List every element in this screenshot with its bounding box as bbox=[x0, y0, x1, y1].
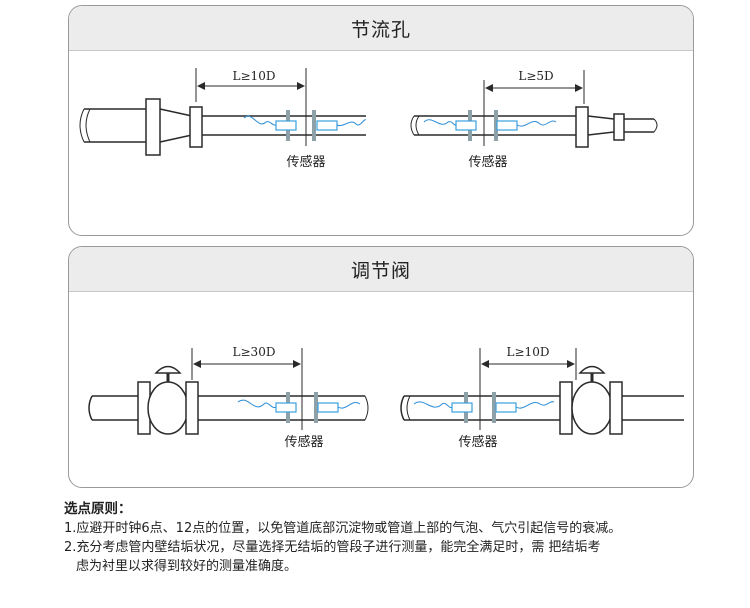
valve-handwheel bbox=[578, 365, 606, 374]
reducer bbox=[159, 108, 193, 143]
valve-body bbox=[571, 381, 613, 435]
cable bbox=[243, 115, 277, 126]
orifice-left-distance-label: L≥10D bbox=[233, 69, 276, 83]
orifice-panel-title: 节流孔 bbox=[350, 18, 411, 41]
flange-tiny bbox=[613, 113, 625, 141]
clamp bbox=[312, 110, 316, 141]
valve-right-diagram bbox=[400, 348, 684, 435]
valve-handwheel bbox=[154, 365, 182, 374]
small-pipe bbox=[202, 115, 366, 136]
orifice-right-distance-label: L≥5D bbox=[518, 69, 553, 83]
clamp bbox=[494, 110, 498, 141]
sensor bbox=[451, 402, 473, 413]
valve-right-distance-label: L≥10D bbox=[507, 345, 550, 359]
cable bbox=[413, 401, 453, 409]
sensor bbox=[275, 120, 297, 131]
large-pipe bbox=[84, 108, 146, 143]
clamp bbox=[314, 392, 318, 423]
principle-1: 1.应避开时钟6点、12点的位置，以免管道底部沉淀物或管道上部的气泡、气穴引起信… bbox=[64, 521, 622, 536]
flange bbox=[609, 381, 623, 435]
orifice-right-diagram bbox=[410, 70, 658, 148]
sensor bbox=[496, 120, 518, 131]
principles-title: 选点原则： bbox=[64, 501, 132, 517]
inlet-pipe bbox=[88, 395, 142, 421]
flange-small bbox=[189, 106, 203, 148]
orifice-panel-header: 节流孔 bbox=[69, 6, 693, 51]
pipe bbox=[400, 395, 562, 421]
orifice-panel: 节流孔 bbox=[68, 5, 694, 236]
principle-2: 2.充分考虑管内壁结垢状况，尽量选择无结垢的管段子进行测量，能完全满足时，需 把… bbox=[64, 540, 601, 555]
clamp bbox=[492, 392, 496, 423]
outlet-pipe bbox=[622, 395, 684, 421]
sensor bbox=[455, 120, 477, 131]
valve-left-sensor-label: 传感器 bbox=[284, 434, 323, 450]
cable bbox=[336, 119, 367, 127]
sensor bbox=[495, 402, 517, 413]
outlet-pipe bbox=[624, 118, 654, 133]
sensor bbox=[316, 120, 338, 131]
orifice-left-diagram bbox=[79, 68, 367, 156]
cable bbox=[516, 120, 557, 127]
cable bbox=[237, 399, 277, 409]
flange bbox=[185, 381, 199, 435]
reducer bbox=[587, 115, 615, 136]
cable bbox=[337, 402, 361, 409]
cable bbox=[423, 119, 457, 126]
flange-small bbox=[575, 106, 589, 148]
valve-right-sensor-label: 传感器 bbox=[458, 434, 497, 450]
selection-principles: 选点原则： 1.应避开时钟6点、12点的位置，以免管道底部沉淀物或管道上部的气泡… bbox=[64, 500, 744, 576]
principle-2-continued: 虑为衬里以求得到较好的测量准确度。 bbox=[76, 559, 298, 574]
flange bbox=[145, 98, 161, 156]
orifice-left-sensor-label: 传感器 bbox=[286, 154, 325, 170]
valve-panel-header: 调节阀 bbox=[69, 247, 693, 292]
cable bbox=[515, 401, 555, 409]
orifice-right-sensor-label: 传感器 bbox=[468, 154, 507, 170]
pipe bbox=[198, 395, 365, 421]
valve-left-diagram bbox=[88, 348, 369, 435]
sensor bbox=[317, 402, 339, 413]
sensor bbox=[275, 402, 297, 413]
valve-panel-title: 调节阀 bbox=[350, 259, 411, 282]
flange bbox=[559, 381, 573, 435]
valve-left-distance-label: L≥30D bbox=[233, 345, 276, 359]
valve-body bbox=[147, 381, 189, 435]
